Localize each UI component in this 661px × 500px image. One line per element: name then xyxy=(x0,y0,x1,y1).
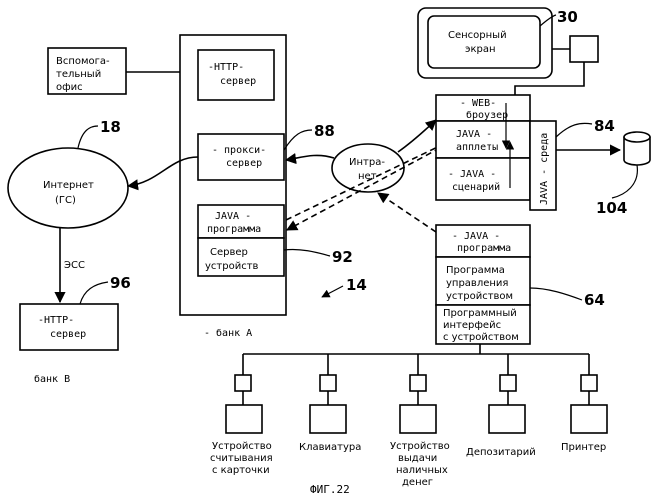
ref-numeral-104: 104 xyxy=(596,199,627,217)
database-top xyxy=(624,132,650,142)
ref-numeral-64: 64 xyxy=(584,291,605,309)
ref-numeral-88: 88 xyxy=(314,122,335,140)
touchscreen-controller xyxy=(570,36,598,62)
bank-b-label: банк В xyxy=(34,373,70,385)
keyboard-device xyxy=(310,354,346,433)
ref-leader-92 xyxy=(284,249,330,256)
touchscreen-inner xyxy=(428,16,540,68)
intranet-ellipse xyxy=(332,144,404,192)
http-server-b-box xyxy=(20,304,118,350)
java-b-to-intranet-dashed xyxy=(378,193,436,232)
figure-caption: ФИГ.22 xyxy=(310,483,350,496)
cash-dispenser-label: Устройство выдачи наличных денег xyxy=(390,441,453,488)
ref-numeral-18: 18 xyxy=(100,118,121,136)
card-reader-label: Устройство считывания с карточки xyxy=(210,441,276,476)
ref-leader-96 xyxy=(80,282,108,304)
java-program-b-label: - JAVA - программа xyxy=(452,231,511,254)
cash-dispenser-device xyxy=(400,354,436,433)
intranet-to-web-browser-arrow xyxy=(398,120,436,152)
ref-leader-104 xyxy=(612,165,637,198)
ref-leader-18 xyxy=(78,126,98,148)
keyboard-label: Клавиатура xyxy=(299,442,361,453)
ref-leader-64 xyxy=(530,288,582,300)
bank-a-label: - банк А xyxy=(204,327,252,339)
java-env-label: JAVA - среда xyxy=(539,133,550,205)
proxy-to-internet-arrow xyxy=(128,157,198,186)
web-browser-label: - WEB- броузер xyxy=(460,98,508,121)
ref-numeral-14: 14 xyxy=(346,276,367,294)
card-reader-device xyxy=(226,354,262,433)
intranet-to-proxy-arrow xyxy=(286,155,334,160)
printer-device xyxy=(571,354,607,433)
http-server-a-box xyxy=(198,50,274,100)
printer-label: Принтер xyxy=(561,442,606,453)
ref-numeral-30: 30 xyxy=(557,8,578,26)
proxy-server-box xyxy=(198,134,284,180)
ref-leader-88 xyxy=(284,130,312,150)
depository-label: Депозитарий xyxy=(466,447,536,458)
ref-numeral-96: 96 xyxy=(110,274,131,292)
ref-numeral-92: 92 xyxy=(332,248,353,266)
ref-numeral-84: 84 xyxy=(594,117,615,135)
depository-device xyxy=(489,354,525,433)
ref-arrow-14 xyxy=(322,286,343,297)
device-control-label: Программа управления устройством xyxy=(446,265,513,302)
ref-leader-84 xyxy=(556,123,592,137)
ecs-label: ЭСС xyxy=(64,260,85,271)
